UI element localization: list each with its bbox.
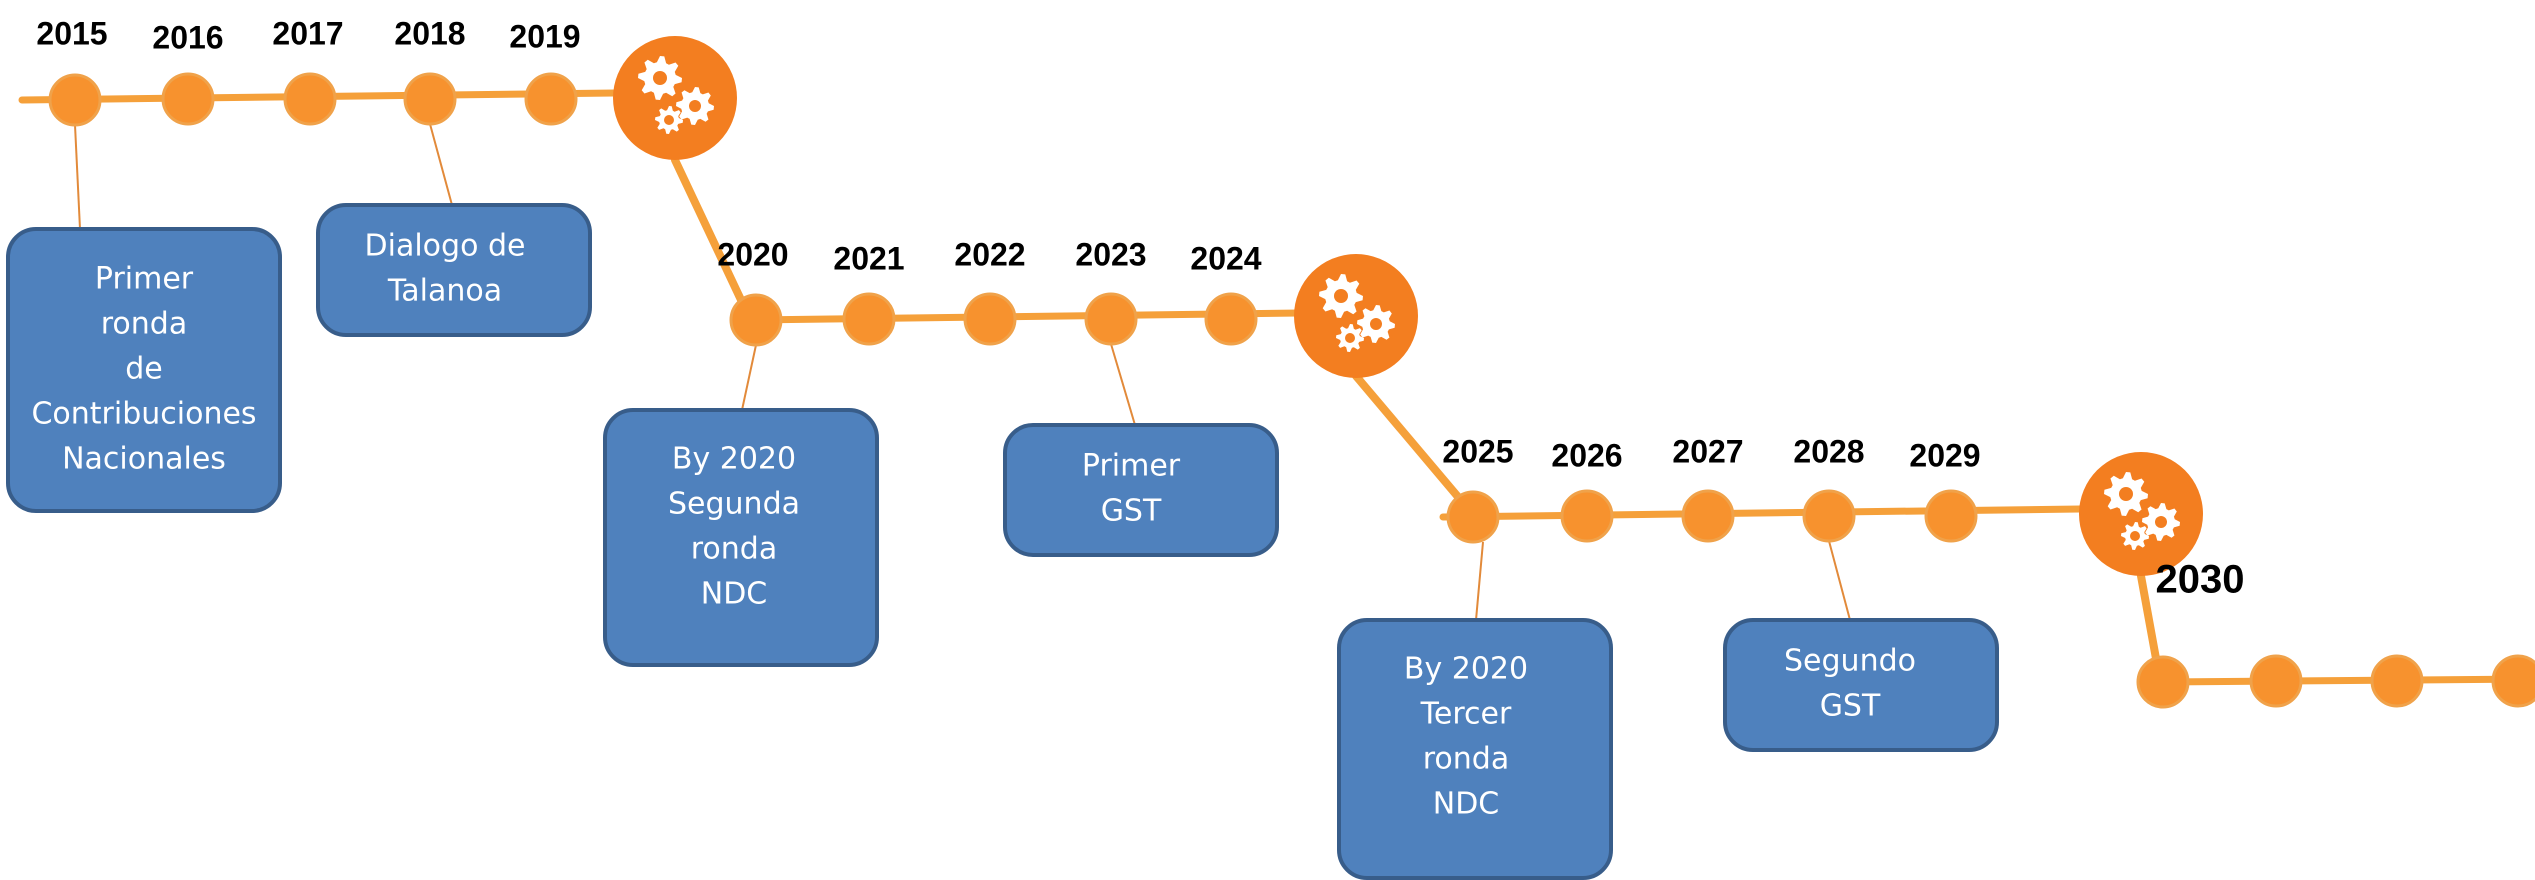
gears-icon [2079,452,2203,576]
year-dot [729,293,783,347]
milestone-connector [741,344,757,411]
milestone-text: Nacionales [62,442,226,477]
year-label: 2026 [1551,437,1622,473]
year-label: 2015 [36,15,107,51]
milestone-text: Dialogo de [365,229,526,264]
timeline-segment-4 [2159,675,2535,686]
year-dot [842,292,896,346]
year-dot [1446,490,1500,544]
year-dot [1802,489,1856,543]
year-label: 2028 [1793,433,1864,469]
year-dots [48,72,2535,709]
year-dot [403,72,457,126]
milestone-text: By 2020 [672,442,796,477]
year-label: 2018 [394,15,465,51]
year-dot [1084,292,1138,346]
timeline-drop-3 [2137,572,2161,668]
milestone-text: Tercer [1420,697,1512,732]
year-dot [2249,654,2303,708]
year-label: 2025 [1442,433,1513,469]
year-dot [2136,655,2190,709]
milestone-text: GST [1820,689,1881,724]
milestone-text: Segundo [1784,644,1916,679]
year-dot [1681,489,1735,543]
gears-icon [613,36,737,160]
year-label: 2019 [509,18,580,54]
milestone-text: NDC [701,577,768,612]
gear-markers [613,36,2203,576]
milestone-text: ronda [1423,742,1509,777]
year-label: 2029 [1909,437,1980,473]
milestone-box-dialogo-talanoa: Dialogo de Talanoa [316,203,592,337]
milestone-text: GST [1101,494,1162,529]
year-dot [963,292,1017,346]
year-label: 2016 [152,19,223,55]
milestone-connector [1110,343,1136,426]
milestone-text: Talanoa [387,274,502,309]
year-label: 2020 [717,236,788,272]
milestone-text: By 2020 [1404,652,1528,687]
year-labels: 2015 2016 2017 2018 2019 2020 2021 2022 2023 2024… [36,15,2244,601]
year-dot [2370,654,2424,708]
gears-icon [1294,254,1418,378]
year-dot [524,72,578,126]
year-dot [48,73,102,127]
year-label: 2024 [1190,240,1261,276]
year-dot [161,72,215,126]
milestone-text: Segunda [668,487,800,522]
timeline-segment-3 [1439,505,2084,521]
milestone-connectors [74,123,1851,621]
milestone-text: Primer [95,262,194,297]
year-dot [1204,292,1258,346]
year-dot [283,72,337,126]
year-dot [2491,654,2535,708]
milestone-text: ronda [691,532,777,567]
year-dot [1560,489,1614,543]
milestone-text: Primer [1082,449,1181,484]
milestone-connector [74,124,81,230]
year-label: 2030 [2156,558,2245,602]
year-label: 2021 [833,240,904,276]
year-dot [1924,489,1978,543]
milestone-text: ronda [101,307,187,342]
milestone-text: Contribuciones [31,397,256,432]
milestone-connector [1475,541,1484,621]
year-label: 2027 [1672,433,1743,469]
year-label: 2022 [954,236,1025,272]
milestone-text: NDC [1433,787,1500,822]
timeline-drop-2 [1352,372,1463,502]
milestone-connector [429,123,453,206]
year-label: 2023 [1075,236,1146,272]
milestone-connector [1828,540,1851,621]
milestone-text: de [125,352,163,387]
year-label: 2017 [272,15,343,51]
timeline-drop-1 [671,156,746,306]
